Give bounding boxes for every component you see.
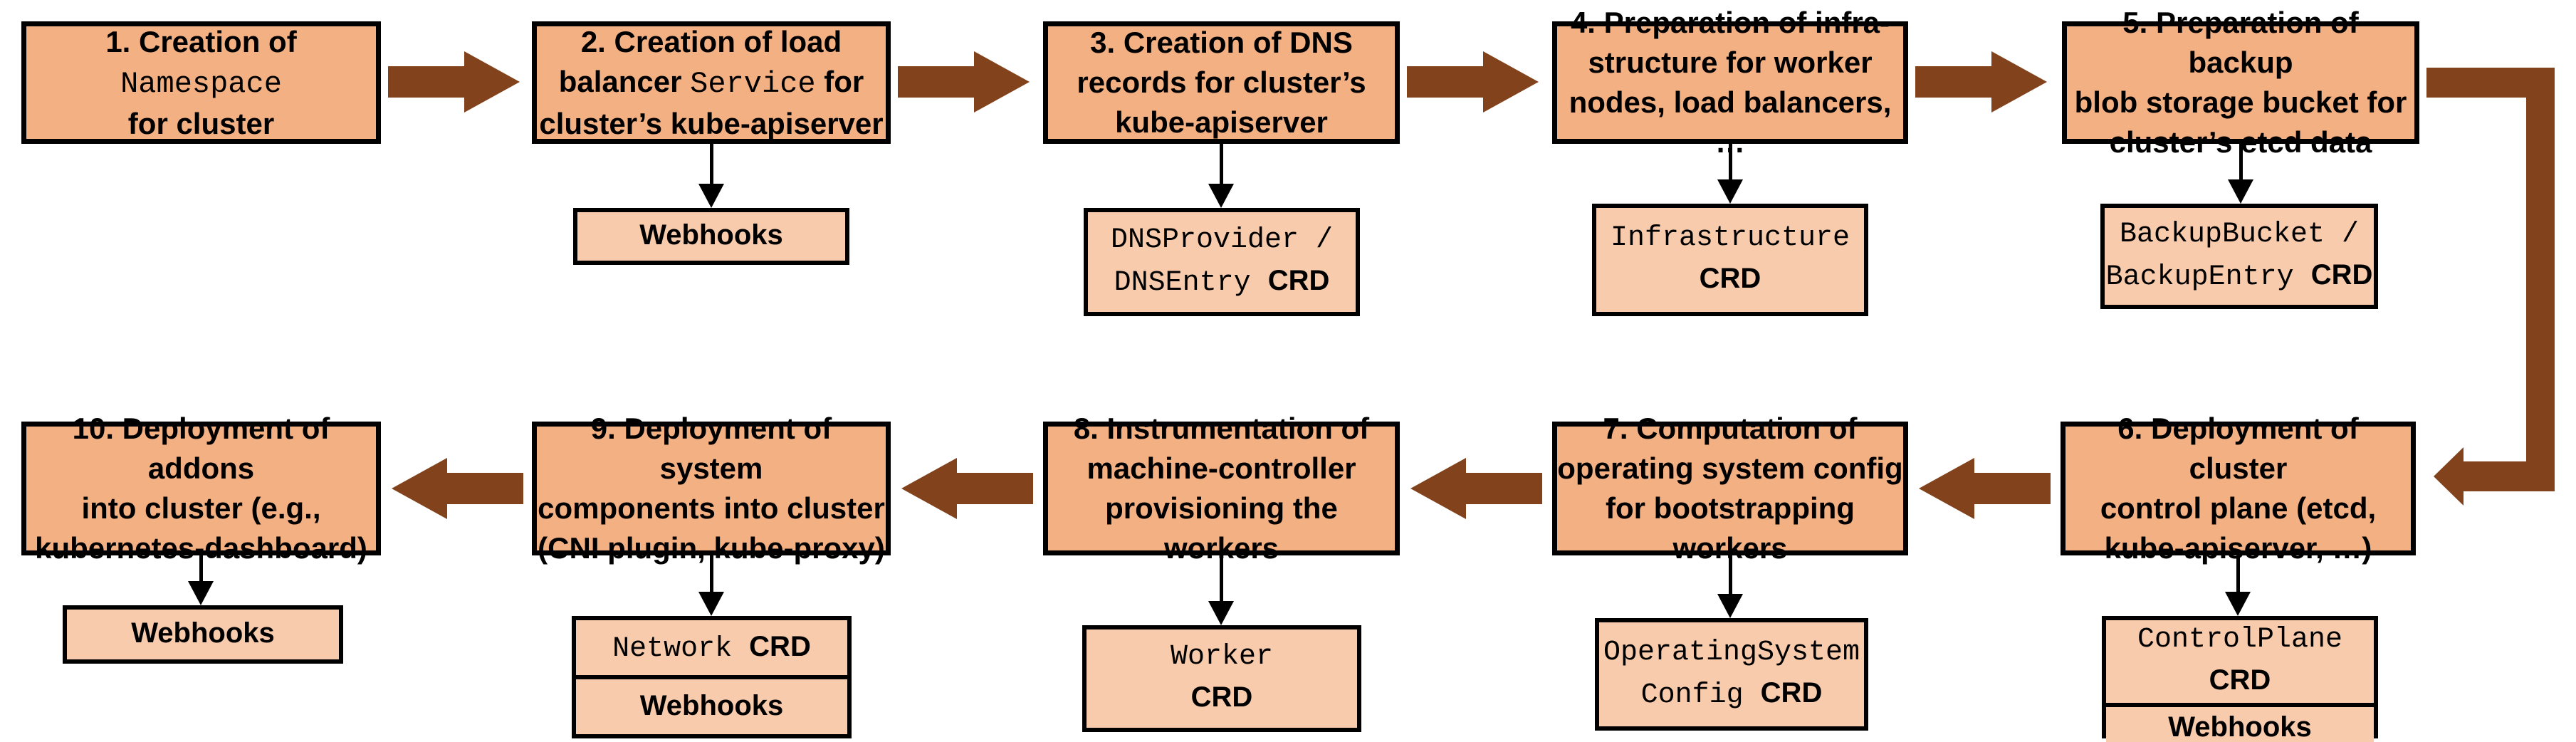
step-7-box: 7. Computation of operating system confi… (1552, 412, 1908, 565)
arrow-step4-to-step5-body (1915, 66, 1991, 98)
step-10-webhooks-label: Webhooks (131, 617, 275, 649)
step-9-crd-webhooks-box: Network CRD Webhooks (572, 616, 852, 738)
step-9-webhooks-label: Webhooks (639, 689, 784, 721)
step-1-box: 1. Creation of Namespace for cluster (21, 21, 381, 144)
arrow-step1-to-step2-body (388, 66, 464, 98)
step-9-webhooks-cell: Webhooks (576, 679, 847, 734)
step-9-crd-cell: Network CRD (576, 620, 847, 675)
connector-step-4-line (1729, 144, 1732, 179)
arrow-step3-to-step4-body (1407, 66, 1483, 98)
connector-step-5-arrowhead-icon (2228, 179, 2253, 204)
connector-step-2-arrowhead-icon (698, 184, 724, 208)
step-5-title: 5. Preparation of backup blob storage bu… (2074, 6, 2407, 159)
connector-step-4-arrowhead-icon (1717, 179, 1743, 204)
arrow-step5-to-step6-bottom-segment (2462, 461, 2555, 491)
arrow-step6-to-step7-body (1974, 473, 2051, 504)
step-4-crd-box: Infrastructure CRD (1592, 204, 1868, 316)
arrow-step7-to-step8-head-icon (1410, 458, 1466, 519)
arrow-step1-to-step2-head-icon (464, 51, 520, 113)
arrow-step9-to-step10-head-icon (392, 458, 447, 519)
step-3-crd-label: DNSProvider / DNSEntry CRD (1110, 224, 1334, 299)
step-6-crd-cell: ControlPlane CRD (2106, 620, 2374, 703)
step-5-crd-label: BackupBucket / BackupEntry CRD (2105, 219, 2373, 293)
step-3-box: 3. Creation of DNS records for cluster’s… (1043, 21, 1400, 144)
connector-step-9-line (710, 555, 713, 592)
step-6-box: 6. Deployment of cluster control plane (… (2061, 412, 2416, 565)
step-5-box: 5. Preparation of backup blob storage bu… (2062, 6, 2419, 159)
step-10-box: 10. Deployment of addons into cluster (e… (21, 412, 381, 565)
arrow-step2-to-step3-head-icon (974, 51, 1030, 113)
arrow-step2-to-step3-body (898, 66, 974, 98)
step-4-title: 4. Preparation of infra- structure for w… (1569, 6, 1892, 159)
step-8-crd-label: Worker CRD (1170, 641, 1274, 713)
step-8-crd-box: Worker CRD (1082, 625, 1361, 732)
step-6-crd-label: ControlPlane CRD (2137, 624, 2343, 696)
step-3-title: 3. Creation of DNS records for cluster’s… (1077, 26, 1366, 139)
connector-step-6-line (2236, 555, 2240, 592)
connector-step-8-line (1220, 555, 1223, 601)
step-2-webhooks-box: Webhooks (573, 208, 849, 265)
arrow-step5-to-step6-head-icon (2434, 447, 2464, 506)
arrow-step5-to-step6-vertical-segment (2526, 68, 2555, 491)
step-6-webhooks-label: Webhooks (2168, 711, 2312, 742)
step-4-crd-label: Infrastructure CRD (1610, 222, 1850, 294)
step-8-title: 8. Instrumentation of machine-controller… (1073, 412, 1370, 565)
connector-step-3-arrowhead-icon (1208, 184, 1234, 208)
step-9-title: 9. Deployment of system components into … (538, 412, 885, 565)
arrow-step7-to-step8-body (1466, 473, 1542, 504)
step-9-box: 9. Deployment of system components into … (532, 412, 891, 565)
step-6-webhooks-cell: Webhooks (2106, 707, 2374, 742)
step-10-title: 10. Deployment of addons into cluster (e… (35, 412, 367, 565)
step-2-box: 2. Creation of load balancer Service for… (532, 21, 891, 144)
step-2-title: 2. Creation of load balancer Service for… (539, 24, 884, 140)
connector-step-3-line (1220, 144, 1223, 184)
connector-step-10-arrowhead-icon (188, 581, 214, 605)
step-4-box: 4. Preparation of infra- structure for w… (1552, 6, 1908, 159)
connector-step-2-line (710, 144, 713, 184)
arrow-step6-to-step7-head-icon (1919, 458, 1974, 519)
step-7-crd-label: OperatingSystem Config CRD (1603, 637, 1860, 711)
step-7-crd-box: OperatingSystem Config CRD (1595, 618, 1868, 731)
connector-step-7-arrowhead-icon (1717, 594, 1743, 618)
arrow-step3-to-step4-head-icon (1483, 51, 1539, 113)
step-2-webhooks-label: Webhooks (639, 219, 783, 251)
step-6-title: 6. Deployment of cluster control plane (… (2100, 412, 2377, 565)
connector-step-8-arrowhead-icon (1208, 601, 1234, 625)
connector-step-10-line (199, 555, 203, 581)
connector-step-6-arrowhead-icon (2225, 592, 2251, 616)
arrow-step8-to-step9-head-icon (901, 458, 957, 519)
connector-step-7-line (1729, 555, 1732, 594)
connector-step-9-arrowhead-icon (698, 592, 724, 616)
arrow-step9-to-step10-body (447, 473, 523, 504)
step-6-crd-webhooks-box: ControlPlane CRD Webhooks (2102, 616, 2378, 742)
arrow-step8-to-step9-body (957, 473, 1033, 504)
step-10-webhooks-box: Webhooks (63, 605, 343, 664)
arrow-step4-to-step5-head-icon (1991, 51, 2047, 113)
step-8-box: 8. Instrumentation of machine-controller… (1043, 412, 1400, 565)
step-9-crd-label: Network CRD (612, 630, 811, 665)
step-7-title: 7. Computation of operating system confi… (1557, 412, 1903, 565)
step-3-crd-box: DNSProvider / DNSEntry CRD (1084, 208, 1360, 316)
step-5-crd-box: BackupBucket / BackupEntry CRD (2100, 204, 2378, 309)
step-1-title: 1. Creation of Namespace for cluster (105, 24, 297, 140)
connector-step-5-line (2239, 144, 2243, 179)
